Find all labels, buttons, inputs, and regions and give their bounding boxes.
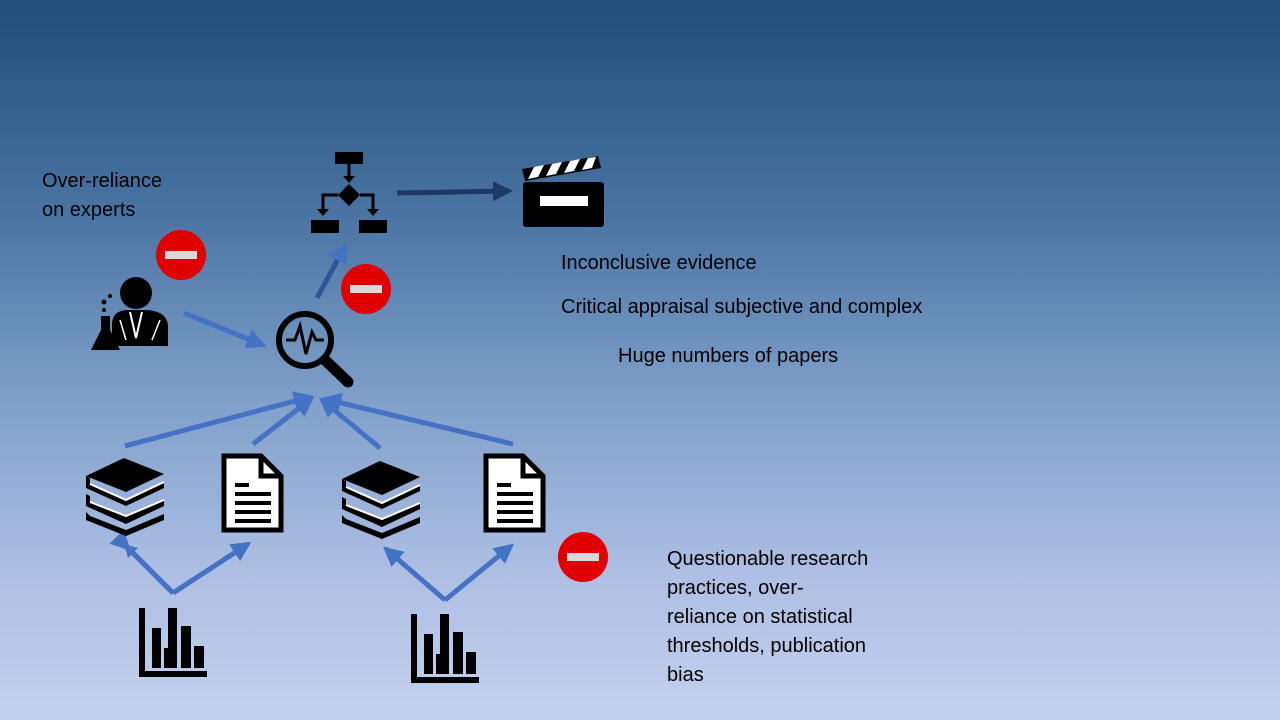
books-icon xyxy=(341,460,421,540)
analysis-magnifier-icon xyxy=(276,311,354,388)
arrow-doc1-to-analysis xyxy=(251,396,315,446)
label-critical-appraisal: Critical appraisal subjective and comple… xyxy=(561,296,923,318)
label-over-reliance-on-experts: Over-reliance on experts xyxy=(42,170,163,221)
no-entry-icon xyxy=(558,532,608,582)
document-icon xyxy=(486,456,543,530)
document-icon xyxy=(224,456,281,530)
label-huge-numbers-of-papers: Huge numbers of papers xyxy=(618,345,839,367)
label-questionable-research-practices: Questionable research practices, over- r… xyxy=(667,548,869,686)
label-inconclusive-evidence: Inconclusive evidence xyxy=(561,252,757,274)
arrow-chart1-to-doc1 xyxy=(171,541,252,596)
books-icon xyxy=(85,457,165,537)
no-entry-icon xyxy=(341,264,391,314)
arrow-flowchart-to-decision xyxy=(396,181,513,202)
arrow-chart2-to-books2 xyxy=(382,546,447,602)
arrow-experts-to-analysis xyxy=(183,310,267,349)
arrow-books1-to-analysis xyxy=(124,391,314,449)
arrow-analysis-to-flowchart xyxy=(314,242,348,300)
flowchart-icon xyxy=(311,152,387,233)
clapperboard-icon xyxy=(522,156,604,227)
arrow-chart2-to-doc2 xyxy=(443,543,515,602)
arrow-doc2-to-analysis xyxy=(321,392,514,447)
scientist-icon xyxy=(91,277,168,350)
bar-chart-icon xyxy=(414,614,479,680)
no-entry-icon xyxy=(156,230,206,280)
bar-chart-icon xyxy=(142,608,207,674)
